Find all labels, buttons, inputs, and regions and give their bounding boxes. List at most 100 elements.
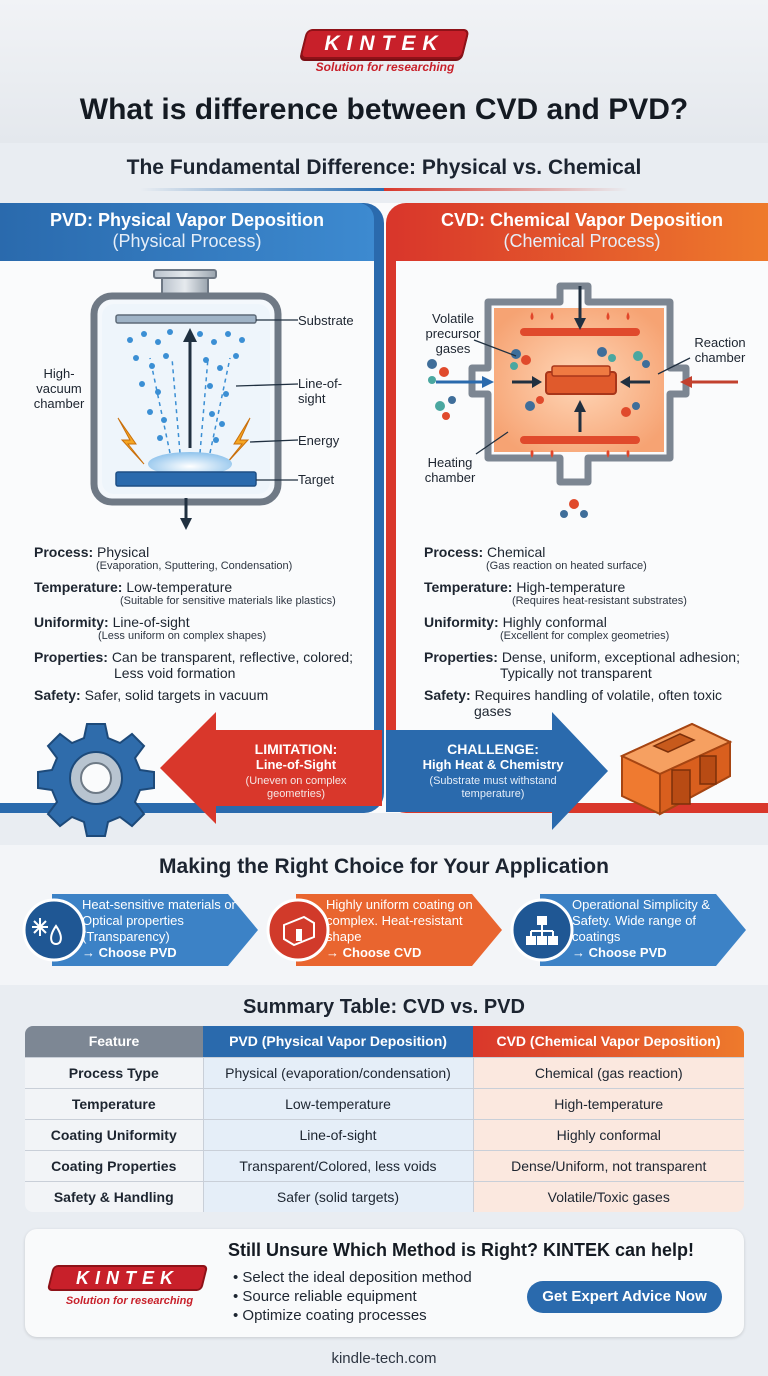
table-row: Safety & Handling Safer (solid targets) … [25, 1180, 744, 1212]
cvd-spec-uniformity-note: (Excellent for complex geometries) [500, 630, 670, 642]
summary-table: Feature PVD (Physical Vapor Deposition) … [25, 1026, 744, 1212]
logo-tagline: Solution for researching [315, 60, 455, 74]
pvd-spec-uniformity: Uniformity: Line-of-sight [34, 614, 190, 630]
cell-feature: Coating Uniformity [25, 1118, 204, 1150]
cvd-title: CVD: Chemical Vapor Deposition [440, 210, 724, 230]
limitation-callout: LIMITATION: Line-of-Sight (Uneven on com… [216, 741, 376, 801]
challenge-subtitle: High Heat & Chemistry [422, 757, 564, 772]
summary-header-row: Feature PVD (Physical Vapor Deposition) … [25, 1026, 744, 1057]
cell-cvd: Dense/Uniform, not transparent [473, 1149, 744, 1181]
choice-card-2: Highly uniform coating on complex. Heat-… [326, 897, 488, 961]
pvd-spec-properties-2: Less void formation [114, 665, 236, 681]
contact-bullet: Optimize coating processes [233, 1306, 533, 1325]
challenge-callout: CHALLENGE: High Heat & Chemistry (Substr… [408, 741, 578, 801]
logo-text: KINTEK [324, 32, 445, 55]
limitation-title: LIMITATION: [254, 741, 338, 757]
cell-cvd: Highly conformal [473, 1118, 744, 1150]
cvd-spec-temperature: Temperature: High-temperature [424, 579, 626, 595]
pvd-chamber-diagram [90, 269, 299, 530]
header [0, 0, 768, 143]
challenge-note: (Substrate must withstand temperature) [429, 775, 557, 800]
divider-blue [140, 188, 384, 191]
choice-card-3: Operational Simplicity & Safety. Wide ra… [572, 897, 732, 961]
choice-card-1-text: Heat-sensitive materials or Optical prop… [82, 897, 236, 944]
cell-pvd: Safer (solid targets) [203, 1180, 474, 1212]
gear-icon [37, 723, 155, 837]
choice-card-3-cta: → Choose PVD [572, 945, 667, 960]
get-expert-advice-button[interactable]: Get Expert Advice Now [527, 1281, 722, 1313]
pvd-spec-temperature-note: (Suitable for sensitive materials like p… [120, 595, 336, 607]
cell-pvd: Transparent/Colored, less voids [203, 1149, 474, 1181]
cell-cvd: Chemical (gas reaction) [473, 1056, 744, 1088]
limitation-subtitle: Line-of-Sight [255, 757, 337, 772]
snowflake-drop-icon [32, 918, 62, 945]
cell-pvd: Physical (evaporation/condensation) [203, 1056, 474, 1088]
cvd-spec-uniformity: Uniformity: Highly conformal [424, 614, 607, 630]
contact-title: Still Unsure Which Method is Right? KINT… [228, 1240, 695, 1260]
limitation-note: (Uneven on complex geometries) [245, 775, 347, 800]
choice-card-3-text: Operational Simplicity & Safety. Wide ra… [572, 897, 710, 944]
cell-feature: Coating Properties [25, 1149, 204, 1181]
pvd-specs: Process: Physical (Evaporation, Sputteri… [34, 544, 374, 703]
pvd-header: PVD: Physical Vapor Deposition (Physical… [0, 203, 374, 261]
col-pvd: PVD (Physical Vapor Deposition) [203, 1026, 473, 1057]
choice-title: Making the Right Choice for Your Applica… [159, 855, 609, 878]
table-row: Coating Properties Transparent/Colored, … [25, 1149, 744, 1181]
pvd-label-chamber: High-vacuum chamber [33, 366, 85, 411]
cvd-spec-properties: Properties: Dense, uniform, exceptional … [424, 649, 740, 665]
challenge-title: CHALLENGE: [447, 741, 539, 757]
pvd-spec-temperature: Temperature: Low-temperature [34, 579, 233, 595]
page-title: What is difference between CVD and PVD? [79, 93, 689, 126]
cvd-spec-properties-2: Typically not transparent [500, 665, 652, 681]
cvd-header: CVD: Chemical Vapor Deposition (Chemical… [396, 203, 768, 261]
cvd-label-heating-chamber: Heating chamber [424, 455, 476, 485]
table-row: Coating Uniformity Line-of-sight Highly … [25, 1118, 744, 1150]
section-title-fundamental: The Fundamental Difference: Physical vs.… [126, 156, 642, 179]
cvd-spec-safety: Safety: Requires handling of volatile, o… [424, 687, 723, 703]
choice-card-1: Heat-sensitive materials or Optical prop… [82, 897, 242, 961]
pvd-label-target: Target [298, 472, 335, 487]
cvd-spec-process-note: (Gas reaction on heated surface) [486, 560, 647, 572]
pvd-label-line-of-sight: Line-of-sight [298, 376, 343, 406]
cvd-label-precursor: Volatile precursor gases [425, 311, 481, 356]
cell-pvd: Low-temperature [203, 1087, 474, 1119]
choice-card-2-cta: → Choose CVD [326, 945, 422, 960]
machined-part-icon [619, 722, 733, 816]
challenge-arrow [386, 712, 608, 830]
limitation-arrow [160, 712, 382, 824]
network-icon [526, 916, 558, 945]
divider-red [384, 188, 628, 191]
summary-title: Summary Table: CVD vs. PVD [243, 996, 525, 1018]
pvd-spec-safety: Safety: Safer, solid targets in vacuum [34, 687, 269, 703]
choice-card-2-text: Highly uniform coating on complex. Heat-… [326, 897, 473, 944]
contact-bullets: Select the ideal deposition method Sourc… [233, 1268, 533, 1325]
footer-logo-tagline: Solution for researching [65, 1295, 194, 1307]
pvd-label-substrate: Substrate [298, 313, 354, 328]
cvd-spec-process: Process: Chemical [424, 544, 546, 560]
cell-feature: Temperature [25, 1087, 204, 1119]
cell-pvd: Line-of-sight [203, 1118, 474, 1150]
col-feature: Feature [25, 1026, 203, 1057]
cell-cvd: High-temperature [473, 1087, 744, 1119]
contact-bullet: Source reliable equipment [233, 1287, 533, 1306]
cell-cvd: Volatile/Toxic gases [473, 1180, 744, 1212]
pvd-spec-process: Process: Physical [34, 544, 150, 560]
cell-feature: Safety & Handling [25, 1180, 204, 1212]
cvd-label-reaction-chamber: Reaction chamber [694, 335, 746, 365]
pvd-spec-process-note: (Evaporation, Sputtering, Condensation) [96, 560, 293, 572]
pvd-spec-uniformity-note: (Less uniform on complex shapes) [98, 630, 267, 642]
footer-url[interactable]: kindle-tech.com [331, 1350, 437, 1367]
pvd-spec-properties: Properties: Can be transparent, reflecti… [34, 649, 354, 665]
choice-card-1-cta: → Choose PVD [82, 945, 177, 960]
part-icon [283, 915, 315, 947]
table-row: Process Type Physical (evaporation/conde… [25, 1056, 744, 1088]
cvd-spec-temperature-note: (Requires heat-resistant substrates) [512, 595, 687, 607]
footer-logo-text: KINTEK [76, 1268, 179, 1288]
cvd-spec-safety-2: gases [474, 703, 512, 719]
col-cvd: CVD (Chemical Vapor Deposition) [473, 1026, 744, 1057]
pvd-title: PVD: Physical Vapor Deposition [49, 210, 325, 230]
pvd-label-energy: Energy [298, 433, 340, 448]
cell-feature: Process Type [25, 1056, 204, 1088]
cvd-specs: Process: Chemical (Gas reaction on heate… [424, 544, 758, 719]
cvd-chamber-diagram [427, 282, 738, 518]
